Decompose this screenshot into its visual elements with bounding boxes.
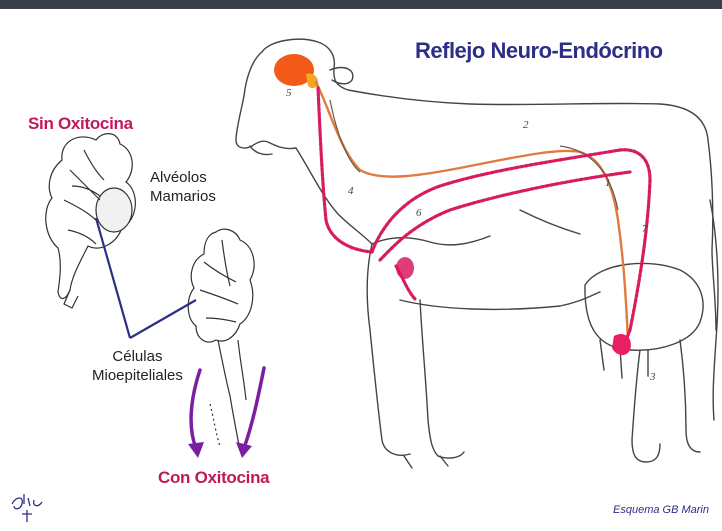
label-con-oxitocina: Con Oxitocina — [158, 468, 269, 488]
path-number: 2 — [523, 119, 529, 131]
heart-marker — [396, 257, 414, 279]
cow-outline — [236, 39, 718, 468]
path-number: 3 — [649, 371, 656, 383]
label-alveolos-mamarios: Alvéolos Mamarios — [150, 168, 216, 206]
label-line: Mamarios — [150, 187, 216, 206]
path-number: 7 — [642, 223, 648, 235]
alveolus-without-oxytocin — [46, 134, 136, 308]
nerve-pathway-dark — [330, 100, 618, 210]
path-number: 5 — [286, 87, 292, 99]
path-number: 6 — [416, 207, 422, 219]
path-number: 4 — [348, 185, 354, 197]
alveolus-with-oxytocin — [188, 229, 254, 450]
label-line: Mioepiteliales — [92, 366, 183, 385]
label-line: Células — [92, 347, 183, 366]
label-sin-oxitocina: Sin Oxitocina — [28, 114, 133, 134]
teat-target — [612, 334, 631, 355]
arrow-head-icon — [236, 442, 252, 458]
label-line: Alvéolos — [150, 168, 216, 187]
credit-text: Esquema GB Marin — [613, 504, 709, 516]
diagram-title: Reflejo Neuro-Endócrino — [415, 38, 663, 64]
flow-arrows — [191, 368, 264, 448]
pituitary — [306, 73, 318, 88]
arrow-head-icon — [188, 442, 204, 458]
nerve-pathway — [316, 82, 628, 340]
pointer-lines — [96, 218, 196, 338]
signature-logo — [8, 490, 52, 524]
path-number: 1 — [605, 177, 611, 189]
label-celulas-mioepiteliales: Células Mioepiteliales — [92, 347, 183, 385]
